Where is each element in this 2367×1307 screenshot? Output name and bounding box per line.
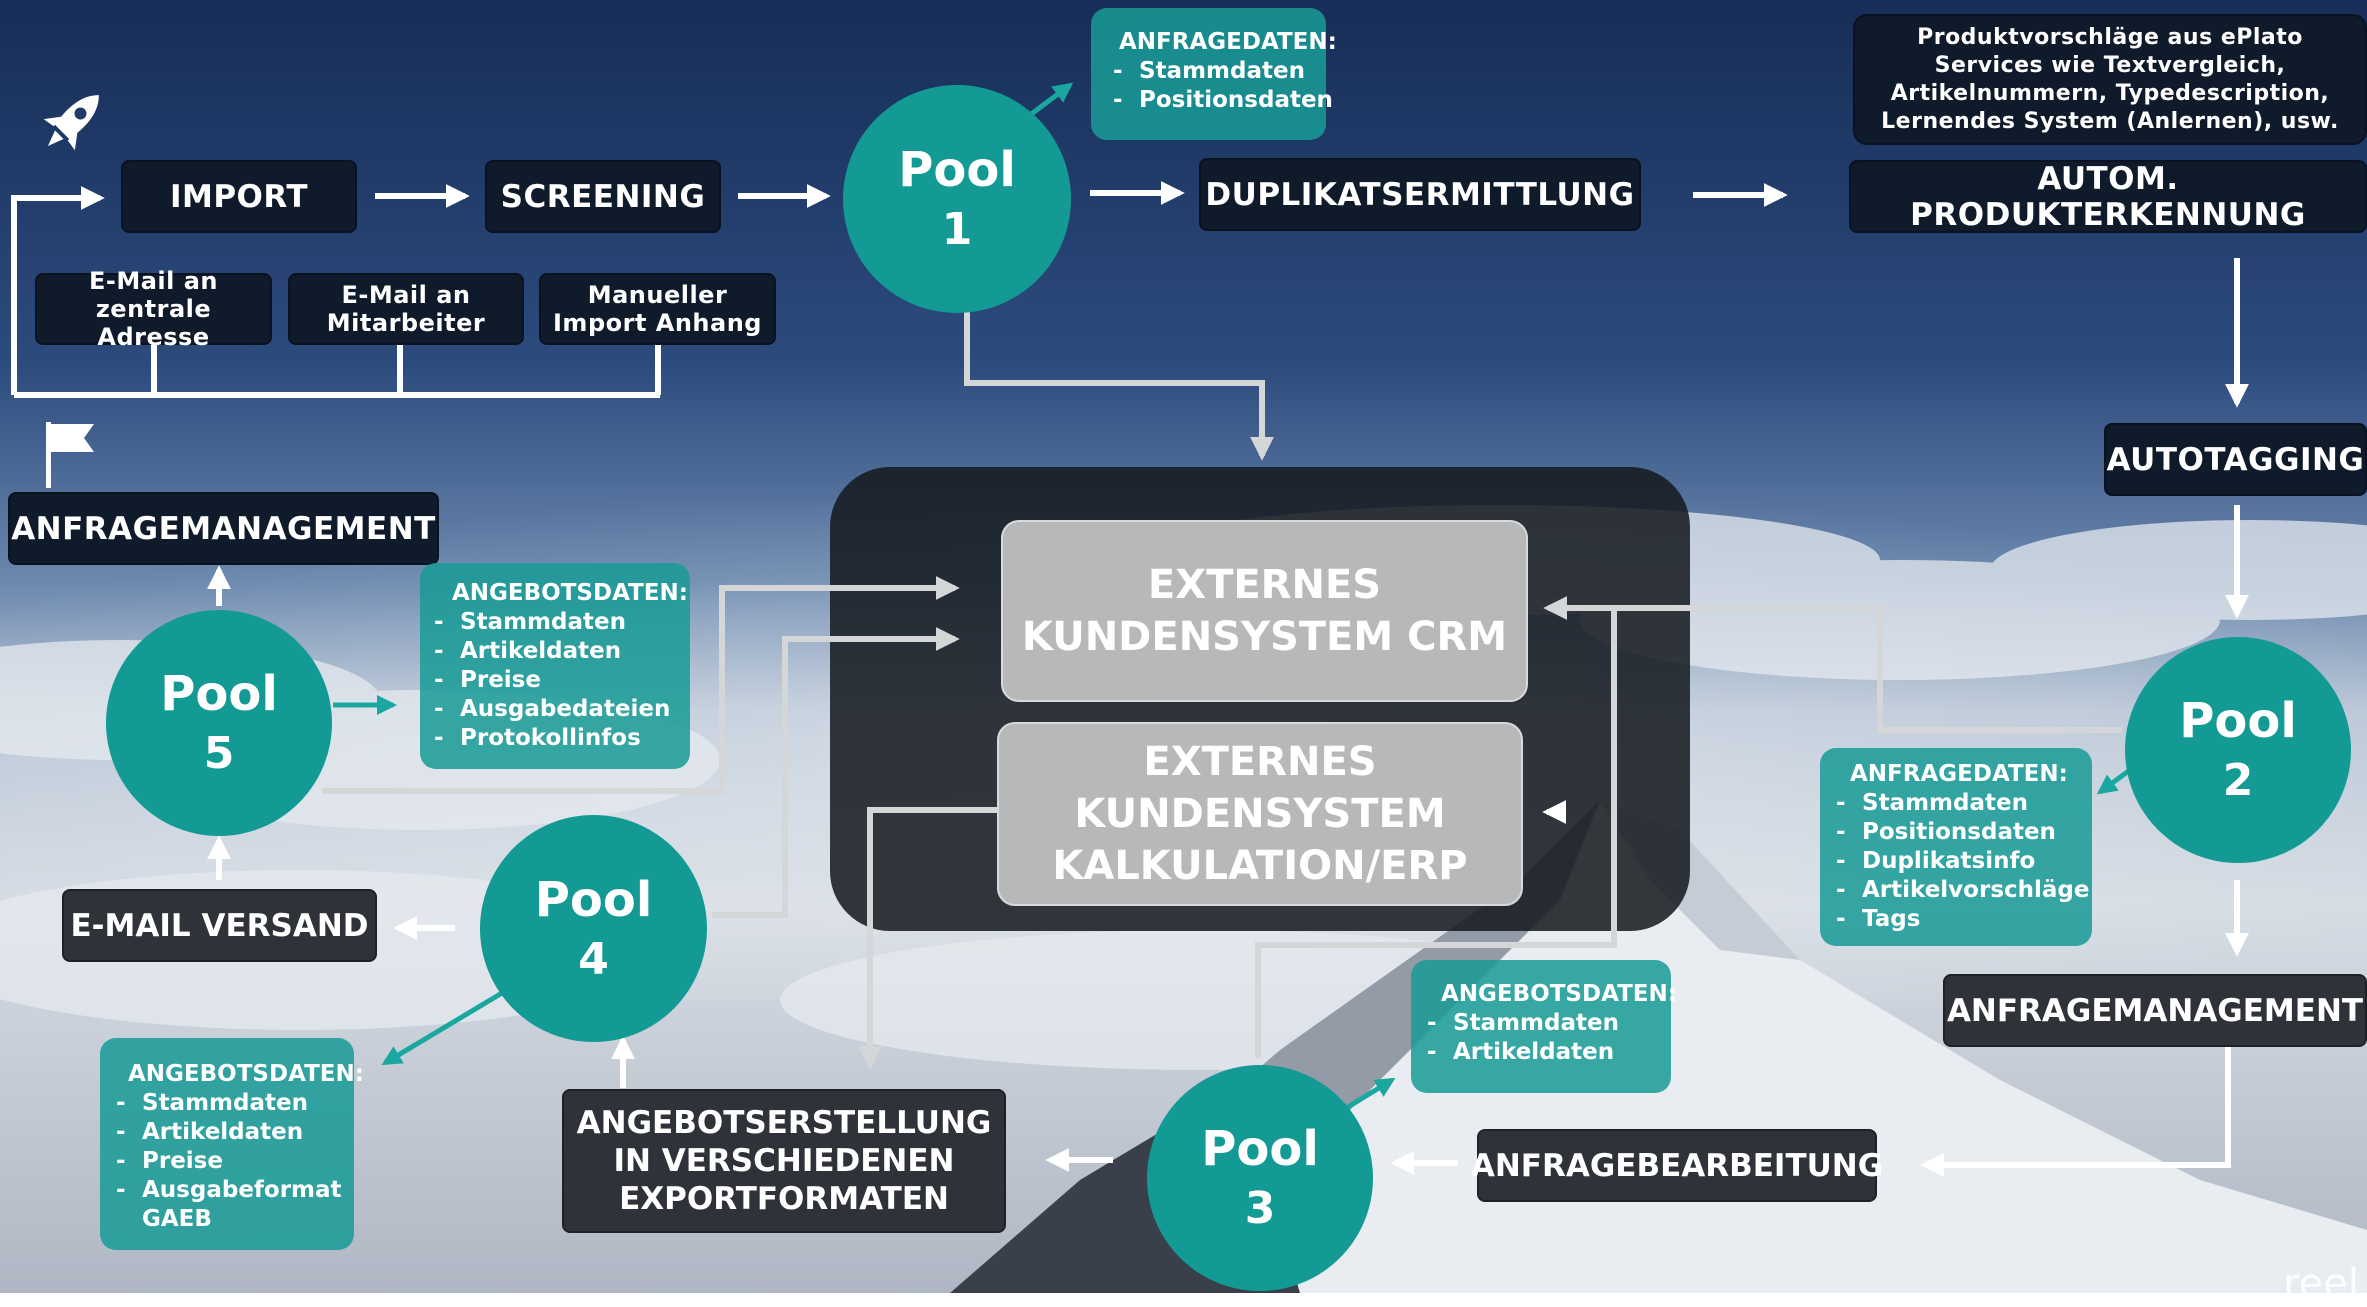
note-item: Preise [426,666,684,695]
note-item: Positionsdaten [1105,86,1333,115]
import-box: IMPORT [121,160,357,233]
note-item: Duplikatsinfo [1828,847,2084,876]
note-title: ANGEBOTSDATEN: [128,1061,364,1087]
note-item: Positionsdaten [1828,818,2084,847]
note-item: Artikeldaten [426,637,684,666]
produktvorschlaege-box: Produktvorschläge aus ePlato Services wi… [1853,14,2367,145]
screening-box: SCREENING [485,160,721,233]
duplikatsermittlung-box: DUPLIKATSERMITTLUNG [1199,158,1641,231]
angebotserstellung-box: ANGEBOTSERSTELLUNG IN VERSCHIEDENEN EXPO… [562,1089,1006,1233]
pool1-anfragedaten-note: ANFRAGEDATEN: Stammdaten Positionsdaten [1091,8,1337,140]
pool-3-number: 3 [1244,1183,1276,1234]
pool-1[interactable]: Pool 1 [843,85,1071,313]
note-item: Preise [108,1147,346,1176]
note-item: Ausgabeformat GAEB [108,1176,346,1234]
pool-5-number: 5 [203,728,235,779]
note-item: Artikelvorschläge [1828,876,2089,905]
source-manueller-import: Manueller Import Anhang [539,273,776,345]
anfragemanagement-left-box: ANFRAGEMANAGEMENT [8,492,439,565]
pool-4[interactable]: Pool 4 [480,815,707,1042]
flag-icon [46,422,94,488]
source-email-mitarbeiter: E-Mail an Mitarbeiter [288,273,524,345]
watermark-logo: reel [2283,1261,2359,1307]
pool3-angebotsdaten-note: ANGEBOTSDATEN: Stammdaten Artikeldaten [1411,960,1677,1093]
note-title: ANFRAGEDATEN: [1850,761,2068,787]
pool-3[interactable]: Pool 3 [1147,1065,1373,1291]
pool-2-number: 2 [2222,755,2254,806]
pool-5-label: Pool [160,666,278,722]
pool-2[interactable]: Pool 2 [2125,637,2351,863]
pool-4-number: 4 [578,933,609,985]
pool5-angebotsdaten-note: ANGEBOTSDATEN: Stammdaten Artikeldaten P… [420,563,690,769]
pool-2-label: Pool [2179,693,2297,749]
note-title: ANGEBOTSDATEN: [452,580,688,606]
note-title: ANGEBOTSDATEN: [1441,981,1677,1007]
note-item: Stammdaten [426,608,684,637]
anfragemanagement-right-box: ANFRAGEMANAGEMENT [1943,974,2367,1047]
external-erp-box: EXTERNES KUNDENSYSTEM KALKULATION/ERP [997,722,1523,906]
anfragebearbeitung-box: ANFRAGEBEARBEITUNG [1471,1129,1883,1202]
produkterkennung-box: AUTOM. PRODUKTERKENNUNG [1849,160,2367,233]
source-email-zentral: E-Mail an zentrale Adresse [35,267,272,351]
note-item: Stammdaten [1419,1009,1663,1038]
autotagging-box: AUTOTAGGING [2104,423,2367,496]
pool-3-label: Pool [1201,1121,1319,1177]
note-title: ANFRAGEDATEN: [1119,29,1337,55]
rocket-icon [43,95,99,151]
note-item: Stammdaten [1828,789,2084,818]
note-item: Artikeldaten [108,1118,346,1147]
note-item: Stammdaten [108,1089,346,1118]
pool4-angebotsdaten-note: ANGEBOTSDATEN: Stammdaten Artikeldaten P… [100,1038,364,1250]
note-item: Tags [1828,905,2084,934]
pool2-anfragedaten-note: ANFRAGEDATEN: Stammdaten Positionsdaten … [1820,748,2092,946]
email-versand-box: E-MAIL VERSAND [62,889,377,962]
pool-5[interactable]: Pool 5 [106,610,332,836]
external-crm-box: EXTERNES KUNDENSYSTEM CRM [1001,520,1528,702]
pool-1-number: 1 [941,204,973,255]
note-item: Artikeldaten [1419,1038,1663,1067]
note-item: Ausgabedateien [426,695,684,724]
pool-1-label: Pool [898,142,1016,198]
pool-4-label: Pool [534,871,653,928]
note-item: Protokollinfos [426,724,684,753]
note-item: Stammdaten [1105,57,1312,86]
